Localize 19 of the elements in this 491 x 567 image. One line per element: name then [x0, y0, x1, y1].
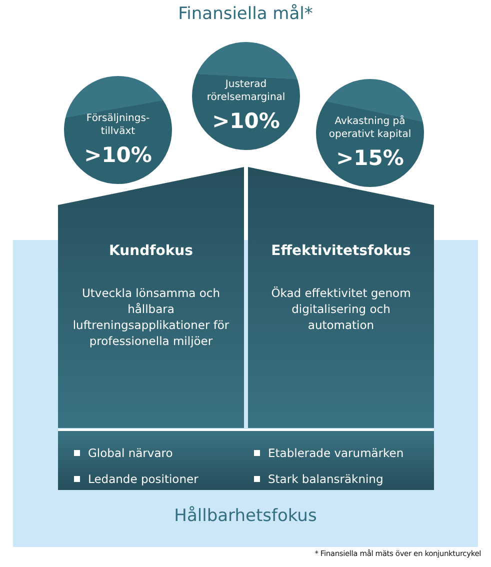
strength-item: Stark balansräkning [268, 472, 384, 486]
goal-label: Avkastning på operativt kapital [328, 114, 412, 142]
pillar-description: Utveckla lönsamma och hållbara luftreningsapplikationer för professionella miljöer [72, 285, 230, 350]
strengths-panel [58, 429, 434, 490]
pillar-heading: Kundfokus [108, 243, 194, 259]
goal-value: >10% [212, 108, 280, 132]
pillar-description: Ökad effektivitet genom digitalisering och automation [270, 285, 412, 334]
goal-label: Försäljnings-tillväxt [85, 112, 151, 138]
diagram-title: Finansiella mål* [177, 4, 314, 24]
pillar-panel [58, 167, 244, 428]
strength-item: Ledande positioner [88, 472, 198, 486]
strength-item: Etablerade varumärken [268, 446, 404, 460]
strength-item: Global närvaro [88, 446, 173, 460]
goal-label: Justerad rörelsemarginal [206, 78, 286, 104]
goal-value: >15% [336, 146, 404, 170]
pillar-panel [248, 167, 434, 428]
band-label: Hållbarhetsfokus [173, 506, 318, 526]
pillar-heading: Effektivitetsfokus [270, 243, 412, 259]
goal-value: >10% [84, 142, 152, 166]
